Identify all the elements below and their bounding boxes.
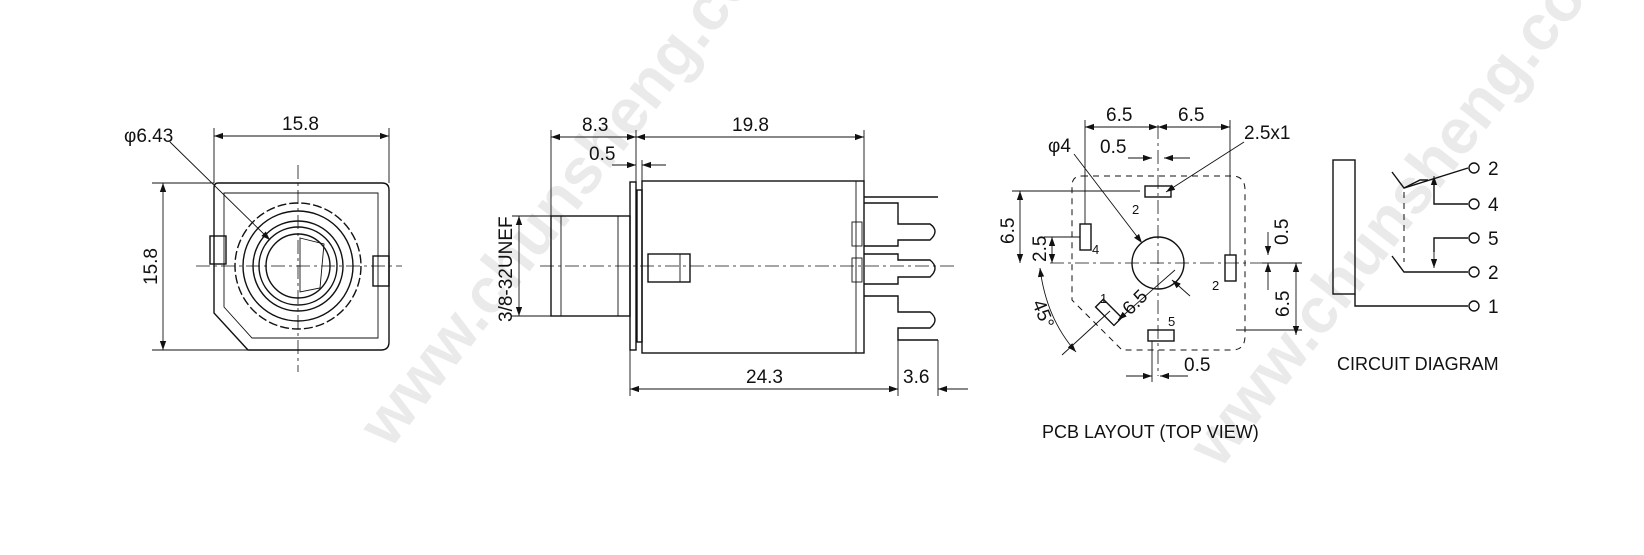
side-thickness-label: 0.5 (589, 144, 615, 165)
watermark-left: www.chunsheng.com (344, 0, 805, 459)
circuit-terminal-4 (1468, 198, 1480, 210)
front-height-label: 15.8 (141, 248, 162, 285)
front-width-label: 15.8 (282, 114, 319, 135)
circuit-lower-spring (1391, 255, 1468, 273)
front-contact (299, 237, 325, 293)
pcb-pad-2-top-label: 2 (1132, 202, 1139, 217)
pcb-dim-65-right-label: 6.5 (1178, 105, 1204, 126)
pcb-dim-vert-25-label: 2.5 (1030, 236, 1051, 262)
side-body-label: 19.8 (732, 115, 769, 136)
circuit-terminal-2-top (1468, 162, 1480, 174)
circuit-terminal-5 (1468, 232, 1480, 244)
pcb-dim-vert-65-label: 6.5 (998, 218, 1019, 244)
front-housing-inner (223, 192, 379, 339)
pcb-diag-arrow (1171, 279, 1191, 297)
side-lug-top (864, 196, 938, 247)
pcb-hole-label: φ4 (1048, 136, 1071, 157)
side-lug-slot-2 (851, 257, 863, 283)
pcb-dim-right-05-label: 0.5 (1272, 219, 1293, 245)
pcb-layout: 2 4 1 5 2 6.5 6.5 0.5 2.5x1 φ4 6.5 2.5 0… (998, 105, 1302, 442)
front-dia-leader (169, 141, 271, 241)
front-tab-right (372, 255, 390, 287)
pcb-dim-65-left-label: 6.5 (1106, 105, 1132, 126)
pcb-hole-leader (1073, 153, 1143, 244)
side-flange-label: 8.3 (582, 115, 608, 136)
circuit-pin-label-2: 4 (1488, 195, 1499, 216)
pcb-pad-2-right-label: 2 (1212, 278, 1219, 293)
front-view: 15.8 15.8 φ6.43 (124, 114, 402, 372)
pcb-pad-4 (1079, 223, 1092, 251)
pcb-dim-05-top-label: 0.5 (1100, 137, 1126, 158)
circuit-terminal-1 (1468, 300, 1480, 312)
pcb-angle-label: 45° (1027, 297, 1057, 332)
circuit-sleeve-lead (1354, 294, 1468, 307)
front-tab-left (209, 235, 227, 265)
circuit-caption: CIRCUIT DIAGRAM (1337, 354, 1499, 374)
pcb-pad-1-label: 1 (1100, 291, 1107, 306)
pcb-pad-5 (1147, 329, 1175, 342)
front-diameter-label: φ6.43 (124, 126, 173, 147)
circuit-pin-label-3: 5 (1488, 229, 1499, 250)
pcb-pad-4-label: 4 (1092, 242, 1099, 257)
side-body (641, 180, 865, 354)
side-thread-label: 3/8-32UNEF (496, 216, 517, 322)
side-lug-middle (864, 253, 936, 285)
pcb-outline (1071, 175, 1246, 351)
side-view: 8.3 19.8 0.5 3/8-32UNEF 24.3 3.6 (496, 115, 968, 396)
front-housing (213, 182, 390, 351)
pcb-caption: PCB LAYOUT (TOP VIEW) (1042, 422, 1259, 442)
circuit-terminal-2-bottom (1468, 266, 1480, 278)
pcb-diag-dim (1117, 269, 1176, 321)
side-lug-bottom (864, 295, 938, 341)
pcb-slot-label: 2.5x1 (1244, 123, 1290, 144)
circuit-pin-label-1: 2 (1488, 159, 1499, 180)
side-middle-tab (647, 253, 691, 283)
pcb-angle-ext (1061, 310, 1111, 356)
circuit-pin-label-4: 2 (1488, 263, 1499, 284)
pcb-pad-2-right (1224, 254, 1237, 282)
watermarks: www.chunsheng.com www.chunsheng.com (344, 0, 1635, 479)
pcb-slot-leader (1165, 141, 1245, 193)
circuit-sleeve-bar (1332, 159, 1356, 295)
pcb-pad-5-label: 5 (1168, 314, 1175, 329)
pcb-angle-arc (1037, 267, 1077, 353)
circuit-lower-normal (1433, 237, 1468, 252)
circuit-pin-label-5: 1 (1488, 297, 1499, 318)
pcb-dim-bottom-05-label: 0.5 (1184, 355, 1210, 376)
pcb-dim-right-65-label: 6.5 (1273, 291, 1294, 317)
circuit-upper-break (1403, 179, 1428, 189)
side-pins-label: 3.6 (903, 367, 929, 388)
side-overall-label: 24.3 (746, 367, 783, 388)
circuit-diagram: 2 4 5 2 1 CIRCUIT DIAGRAM (1332, 159, 1499, 374)
side-lug-slot (851, 221, 863, 247)
